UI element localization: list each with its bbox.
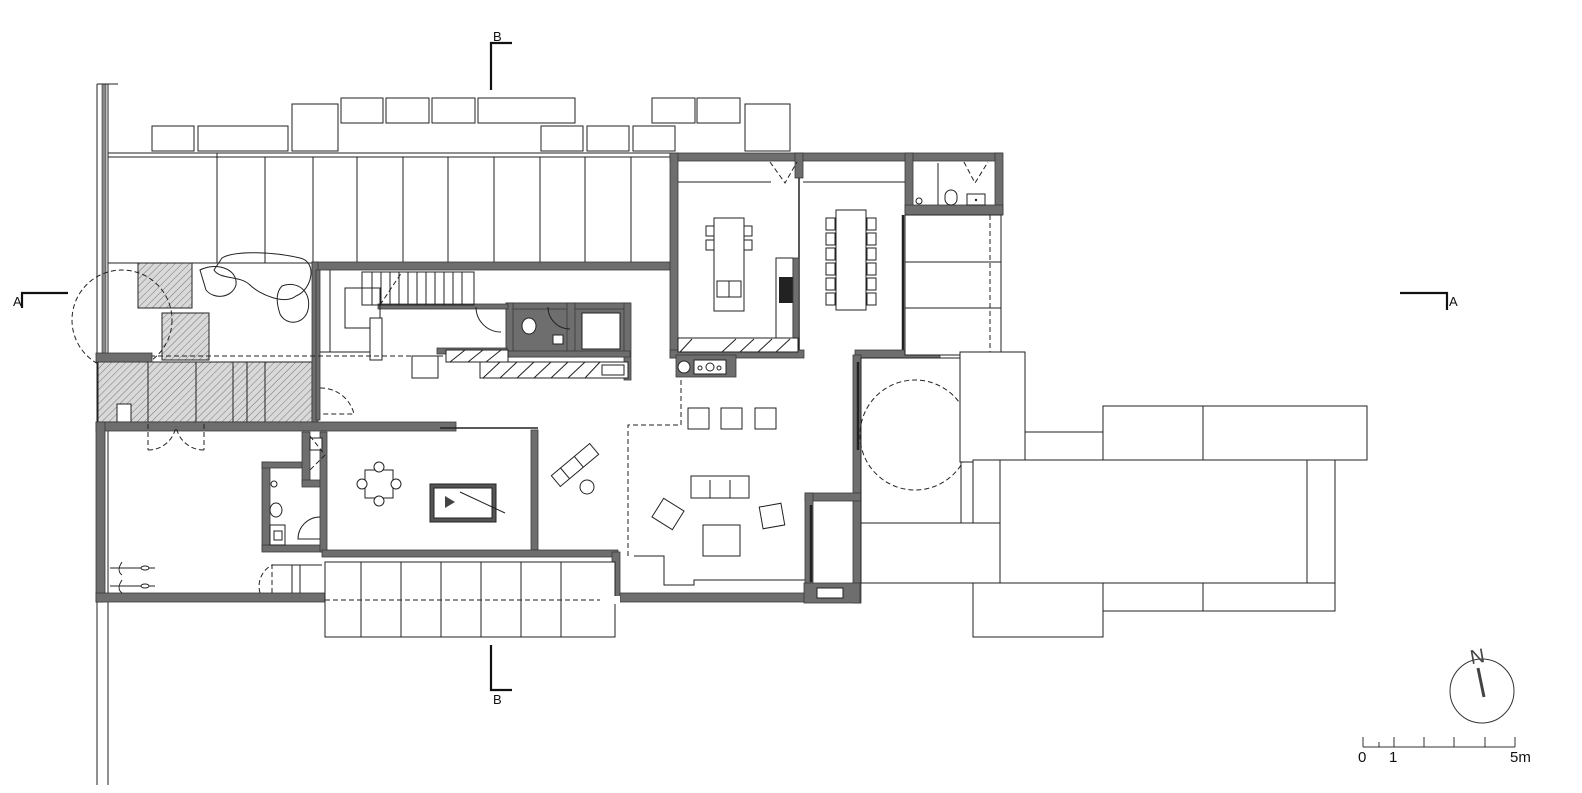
courtyard-garden [71,252,313,423]
section-marker-a-left: A [13,291,68,309]
storage-units [445,349,629,379]
bicycles [110,561,155,594]
scale-label-0: 0 [1358,749,1366,766]
game-room [110,424,600,594]
section-marker-b-top: B [489,29,512,90]
section-marker-a-right: A [1400,291,1458,310]
north-planters [151,97,791,152]
kitchen [675,161,800,378]
living-room [627,362,860,586]
svg-text:A: A [13,294,22,309]
dining [803,181,905,311]
scale-label-1: 1 [1389,749,1397,766]
north-arrow: N [1449,645,1515,724]
svg-text:A: A [1449,294,1458,309]
lounge-chair [550,442,600,488]
north-terrace [107,152,674,264]
east-patio [859,351,1368,638]
section-marker-b-bottom: B [489,645,512,707]
wc-upper-right [915,161,989,206]
svg-text:B: B [493,692,502,707]
staircase [320,270,475,361]
south-terrace [324,561,620,638]
hall-core [310,306,629,415]
scale-label-5m: 5m [1510,749,1531,766]
north-label: N [1468,645,1486,669]
east-porch [904,214,1002,359]
scale-bar: 0 1 5m [1358,737,1531,766]
svg-text:B: B [493,29,502,44]
